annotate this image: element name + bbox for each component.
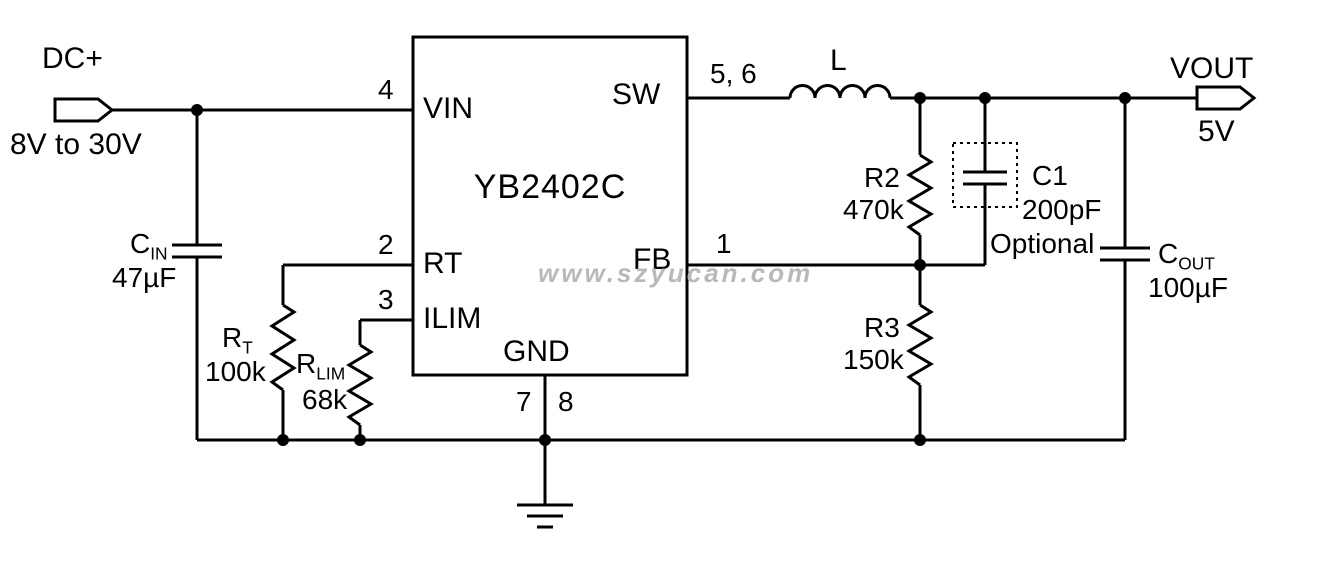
capacitor-cin: [172, 110, 222, 440]
watermark-text: www.szyucan.com: [538, 258, 814, 288]
ic-pin-label-vin: VIN: [423, 92, 474, 125]
pin-number-8: 8: [558, 386, 574, 417]
c1-note: Optional: [990, 228, 1095, 259]
capacitor-c1: [952, 98, 1018, 265]
dc-input-label: DC+: [42, 42, 103, 75]
c1-optional-box: [952, 142, 1018, 208]
ic-pin-label-rt: RT: [423, 247, 463, 280]
ic-part-number: YB2402C: [473, 168, 627, 206]
resistor-rt: [269, 263, 413, 440]
pin-number-3: 3: [378, 284, 394, 315]
pin-number-7: 7: [516, 386, 532, 417]
rt-value: 100k: [205, 356, 266, 387]
rlim-value: 68k: [302, 384, 348, 415]
ic-pin-label-ilim: ILIM: [423, 302, 482, 335]
dc-input-connector: [53, 97, 115, 123]
r2-label: R2: [864, 162, 900, 193]
dc-input-range: 8V to 30V: [10, 128, 142, 161]
pin-number-4: 4: [378, 74, 394, 105]
resistor-rlim: [346, 318, 413, 440]
pin-number-1: 1: [716, 228, 732, 259]
vout-voltage: 5V: [1198, 115, 1235, 148]
capacitor-cout: [1100, 98, 1150, 440]
cout-value: 100µF: [1148, 272, 1228, 303]
resistor-r2: [906, 98, 934, 265]
r3-value: 150k: [843, 344, 904, 375]
cin-value: 47µF: [112, 262, 177, 293]
ground-symbol: [517, 503, 573, 529]
c1-value: 200pF: [1022, 194, 1102, 225]
ic-pin-label-fb: FB: [633, 243, 672, 276]
pin-number-2: 2: [378, 229, 394, 260]
ic-body: [411, 35, 689, 377]
inductor-label: L: [830, 44, 847, 77]
rlim-label: RLIM: [296, 348, 346, 384]
junction-dots: [191, 92, 1131, 446]
rt-label: RT: [222, 322, 253, 358]
pin-number-56: 5, 6: [710, 58, 757, 89]
r3-label: R3: [864, 312, 900, 343]
vout-label: VOUT: [1170, 52, 1254, 85]
ic-pin-label-gnd: GND: [503, 335, 570, 368]
vout-connector: [1195, 85, 1257, 111]
cout-label: COUT: [1158, 238, 1215, 274]
ic-pin-label-sw: SW: [612, 78, 661, 111]
resistor-r3: [906, 265, 934, 440]
inductor-l: [788, 84, 892, 99]
c1-label: C1: [1032, 160, 1068, 191]
cin-label: CIN: [130, 228, 168, 264]
r2-value: 470k: [843, 194, 904, 225]
